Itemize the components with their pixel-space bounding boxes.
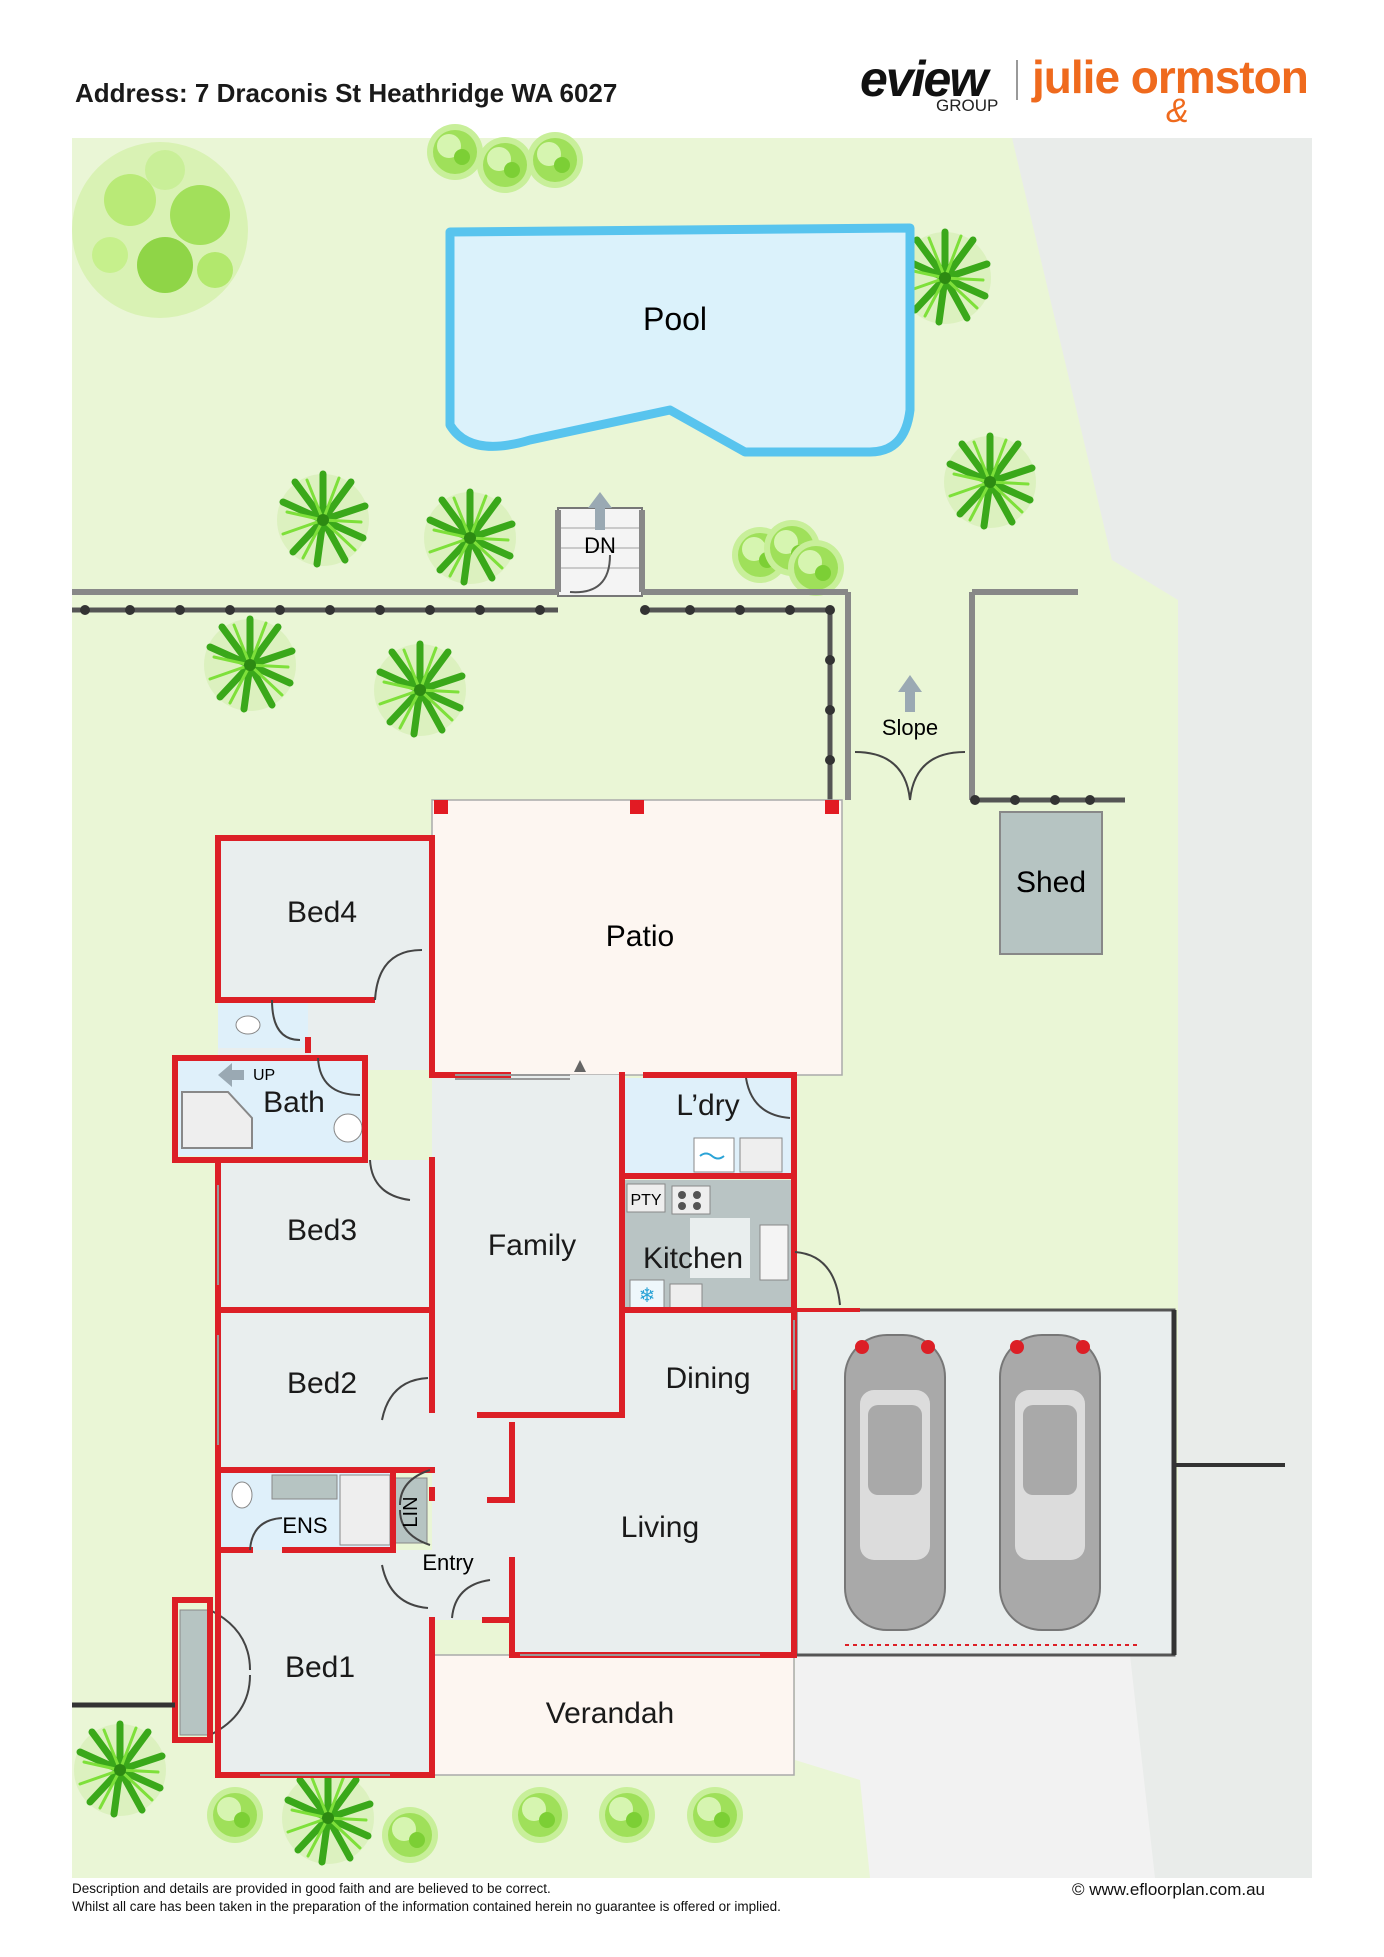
logo-group: GROUP [936, 96, 999, 115]
kitchen-label: Kitchen [643, 1242, 743, 1275]
shed-label: Shed [1016, 866, 1086, 899]
up-label: UP [253, 1067, 275, 1084]
lin-label: LIN [400, 1496, 422, 1527]
dn-label: DN [584, 533, 616, 558]
car-icon [999, 1334, 1101, 1631]
bed2-label: Bed2 [287, 1367, 357, 1400]
living-label: Living [621, 1511, 699, 1544]
dining-label: Dining [665, 1362, 750, 1395]
robe [179, 1609, 211, 1736]
disclaimer: Description and details are provided in … [72, 1880, 781, 1916]
pantry-label: PTY [630, 1192, 661, 1209]
basin-icon [333, 1113, 363, 1143]
disclaimer-line-2: Whilst all care has been taken in the pr… [72, 1899, 781, 1914]
arrow-up-icon [588, 492, 612, 530]
verandah [431, 1654, 795, 1776]
ens-label: ENS [282, 1513, 327, 1538]
trough-icon [739, 1137, 783, 1173]
copyright: © www.efloorplan.com.au [1072, 1880, 1266, 1899]
vanity-icon [271, 1474, 338, 1500]
shed [999, 811, 1103, 955]
logo-separator [1016, 60, 1018, 100]
doors [249, 949, 841, 1619]
entry-label: Entry [422, 1550, 473, 1575]
pool-label: Pool [643, 301, 707, 337]
arrow-left-icon [218, 1063, 244, 1087]
toilet-icon [235, 1015, 261, 1035]
svg-text:❄: ❄ [639, 1285, 656, 1307]
bath-label: Bath [263, 1086, 325, 1119]
bed1-label: Bed1 [285, 1651, 355, 1684]
house-floor [218, 838, 794, 1775]
family-label: Family [488, 1229, 576, 1262]
right-strip [1012, 138, 1312, 1878]
pool [445, 223, 915, 457]
windows [217, 1074, 795, 1776]
gate-swing [569, 554, 611, 594]
verandah-label: Verandah [546, 1697, 674, 1730]
cooktop-icon [671, 1185, 711, 1215]
linen-cupboard [394, 1477, 428, 1544]
slope-arrow-icon [898, 675, 922, 712]
patio [431, 799, 843, 1076]
bushland-cluster [72, 142, 248, 318]
slope-label: Slope [882, 715, 938, 740]
logo-eview: eview [860, 51, 988, 107]
dishwasher-icon [669, 1283, 703, 1309]
corner-bath-icon [181, 1091, 253, 1149]
ens-toilet-icon [231, 1481, 253, 1509]
bed4-label: Bed4 [287, 896, 357, 929]
driveway [795, 1655, 1155, 1878]
laundry-label: L’dry [676, 1089, 739, 1122]
property-address: Address: 7 Draconis St Heathridge WA 602… [75, 78, 618, 108]
bed3-label: Bed3 [287, 1214, 357, 1247]
shower-icon [339, 1474, 391, 1546]
logo-agency: julie ormston [1032, 51, 1309, 103]
car-icon [844, 1334, 946, 1631]
kitchen-sink-icon [759, 1224, 789, 1281]
disclaimer-line-1: Description and details are provided in … [72, 1881, 551, 1896]
toilet-room [218, 1003, 308, 1048]
patio-label: Patio [606, 920, 674, 953]
